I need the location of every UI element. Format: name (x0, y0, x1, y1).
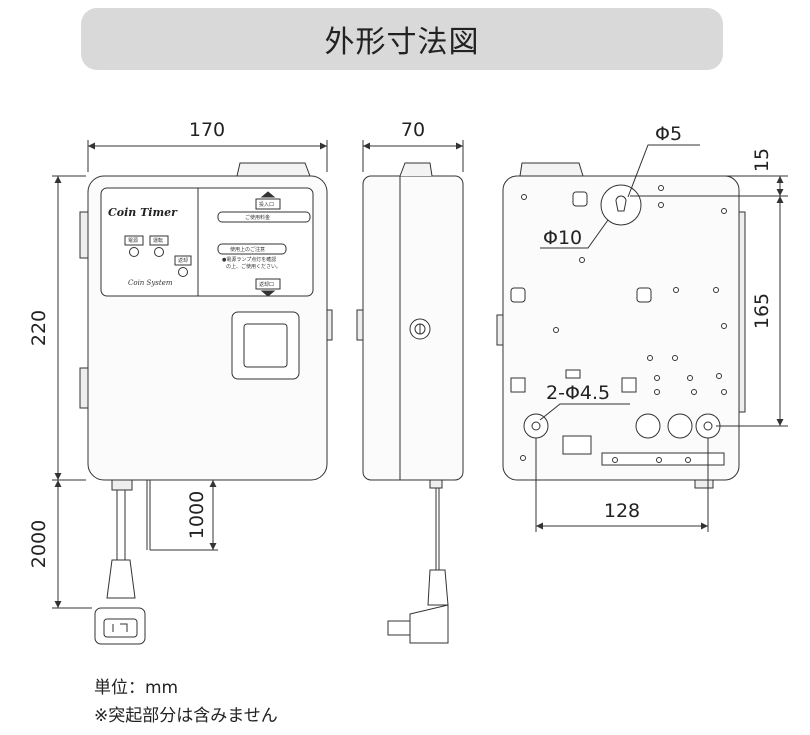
dim-mount-holes: 2-Φ4.5 (546, 382, 610, 404)
title-bar: 外形寸法図 (81, 8, 723, 70)
dim-depth: 70 (401, 119, 425, 141)
lamp-label-power: 電源 (128, 237, 138, 244)
remark-note: ※突起部分は含みません (94, 706, 278, 726)
dim-hole-large: Φ10 (543, 227, 582, 249)
front-view (79, 162, 333, 645)
unit-note: 単位：mm (94, 678, 179, 698)
system-label: Coin System (128, 279, 173, 287)
coin-slot-label: 投入口 (259, 201, 274, 208)
notice-label: 使用上のご注意 (230, 246, 265, 253)
return-slot-label: 返却口 (259, 281, 274, 288)
dim-hole-pitch-horizontal: 128 (604, 500, 640, 522)
side-view (356, 162, 464, 644)
lamp-label-run: 運転 (153, 238, 163, 244)
notes: 単位：mm ※突起部分は含みません (94, 674, 278, 730)
back-view-dots (520, 185, 727, 463)
page-title: 外形寸法図 (324, 25, 480, 60)
fee-label: ご使用料金 (245, 214, 270, 221)
dim-hole-small: Φ5 (655, 123, 682, 145)
notice-text-2: の上、ご使用ください。 (226, 263, 281, 270)
dim-width: 170 (189, 119, 225, 141)
brand-logo: Coin Timer (108, 206, 178, 219)
notice-text-1: ●電源ランプ点灯を確認 (222, 256, 276, 263)
dim-cord-length: 2000 (28, 520, 50, 568)
dim-hole-pitch-vertical: 165 (751, 293, 773, 329)
dim-top-offset: 15 (751, 148, 773, 172)
return-button-label: 返却 (178, 257, 188, 264)
dim-cord-lead: 1000 (186, 491, 208, 539)
dim-height: 220 (28, 310, 50, 346)
